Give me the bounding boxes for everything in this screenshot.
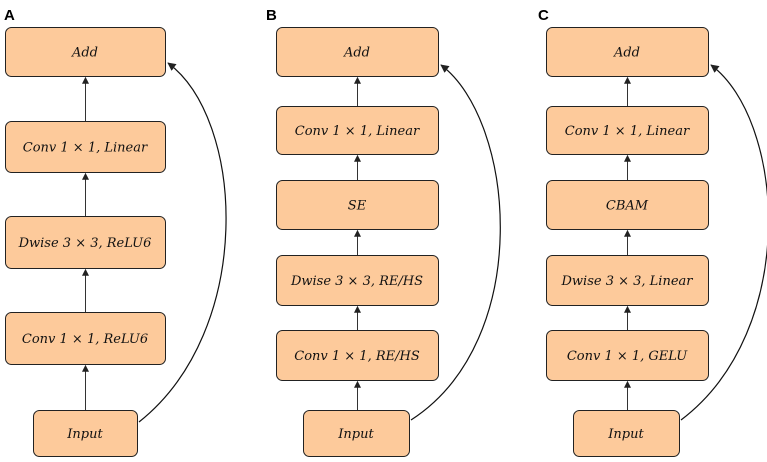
node-label-b-input: Input <box>337 427 374 442</box>
node-label-a-add: Add <box>71 46 98 61</box>
node-label-b-se: SE <box>348 199 367 214</box>
node-box-a-conv-1-x-1-relu6 <box>5 312 166 365</box>
node-label-b-conv-1-x-1-re-hs: Conv 1 × 1, RE/HS <box>294 349 420 364</box>
node-box-c-cbam <box>546 180 709 230</box>
panel-label-b: B <box>266 7 277 24</box>
node-label-c-cbam: CBAM <box>606 199 649 214</box>
node-label-c-conv-1-x-1-gelu: Conv 1 × 1, GELU <box>567 349 688 364</box>
node-box-a-input <box>33 410 138 457</box>
node-box-c-input <box>573 410 680 457</box>
residual-connection-arrow <box>410 64 501 421</box>
node-box-c-conv-1-x-1-gelu <box>546 330 709 381</box>
node-label-a-conv-1-x-1-relu6: Conv 1 × 1, ReLU6 <box>22 332 148 347</box>
node-box-b-conv-1-x-1-linear <box>276 106 439 155</box>
node-label-a-conv-1-x-1-linear: Conv 1 × 1, Linear <box>23 141 148 156</box>
node-label-c-input: Input <box>607 427 644 442</box>
node-box-a-add <box>5 27 166 77</box>
node-label-b-dwise-3-x-3-re-hs: Dwise 3 × 3, RE/HS <box>290 274 423 289</box>
node-box-b-add <box>276 27 439 77</box>
node-box-c-add <box>546 27 709 77</box>
node-box-c-conv-1-x-1-linear <box>546 106 709 155</box>
node-box-b-input <box>303 410 410 457</box>
residual-connection-arrow <box>680 64 767 421</box>
node-box-c-dwise-3-x-3-linear <box>546 255 709 306</box>
node-label-b-add: Add <box>343 46 370 61</box>
node-label-a-dwise-3-x-3-relu6: Dwise 3 × 3, ReLU6 <box>18 236 152 251</box>
panel-label-a: A <box>4 7 15 24</box>
node-box-b-dwise-3-x-3-re-hs <box>276 255 439 306</box>
panel-label-c: C <box>538 7 549 24</box>
node-label-c-add: Add <box>613 46 640 61</box>
node-box-b-se <box>276 180 439 230</box>
node-label-b-conv-1-x-1-linear: Conv 1 × 1, Linear <box>295 124 420 139</box>
node-box-b-conv-1-x-1-re-hs <box>276 330 439 381</box>
node-box-a-dwise-3-x-3-relu6 <box>5 216 166 269</box>
node-box-a-conv-1-x-1-linear <box>5 121 166 173</box>
node-label-c-dwise-3-x-3-linear: Dwise 3 × 3, Linear <box>561 274 694 289</box>
node-label-c-conv-1-x-1-linear: Conv 1 × 1, Linear <box>565 124 690 139</box>
residual-connection-arrow <box>138 62 227 423</box>
node-label-a-input: Input <box>66 427 103 442</box>
